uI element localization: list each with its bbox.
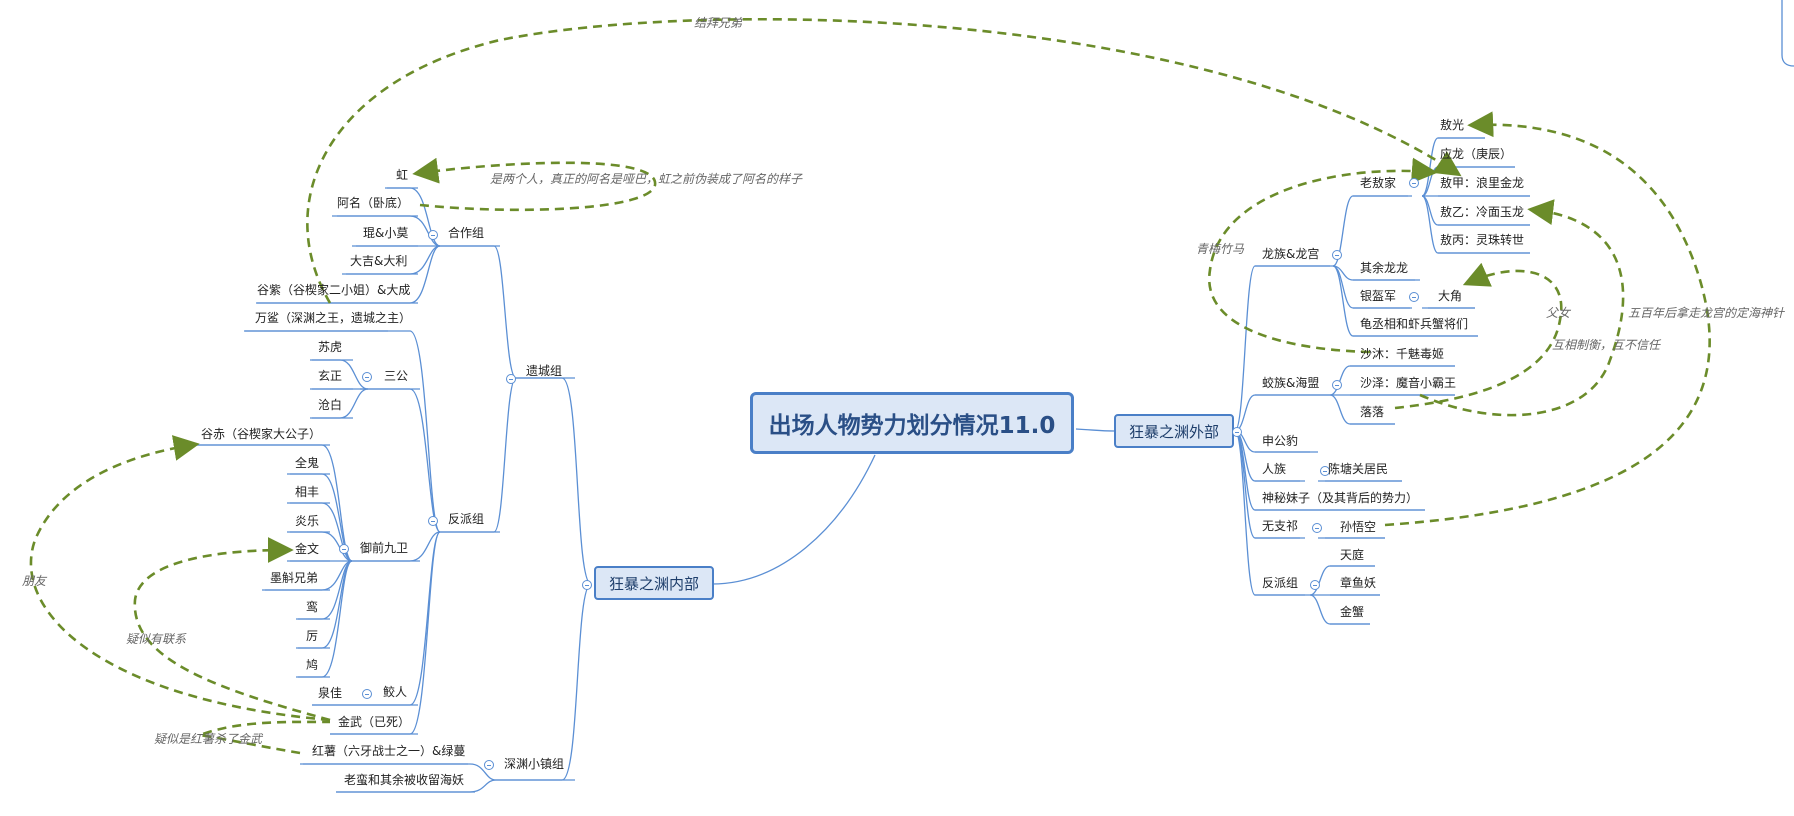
node-aoguang[interactable]: 敖光: [1440, 118, 1465, 132]
node-hong[interactable]: 虹: [396, 168, 409, 182]
relation-label: 互相制衡，互不信任: [1552, 338, 1661, 352]
node-hongshu[interactable]: 红薯（六牙战士之一）&绿蔓: [312, 744, 466, 758]
node-wansha[interactable]: 万鲨（深渊之王，遗城之主）: [255, 311, 412, 325]
node-tianting[interactable]: 天庭: [1340, 548, 1365, 562]
group-longzu[interactable]: 龙族&龙宫: [1262, 247, 1320, 261]
node-chentang[interactable]: 陈塘关居民: [1328, 462, 1389, 476]
collapse-toggle[interactable]: [1332, 380, 1342, 390]
group-hezuo[interactable]: 合作组: [448, 226, 485, 240]
node-yinkuijun[interactable]: 银盔军: [1360, 289, 1397, 303]
node-moxie[interactable]: 墨斛兄弟: [270, 571, 319, 585]
node-aoyi[interactable]: 敖乙：冷面玉龙: [1440, 205, 1525, 219]
collapse-toggle[interactable]: [1310, 580, 1320, 590]
node-yanle[interactable]: 炎乐: [295, 514, 320, 528]
collapse-toggle[interactable]: [1320, 466, 1330, 476]
collapse-toggle[interactable]: [362, 689, 372, 699]
group-fanpai-left[interactable]: 反派组: [448, 512, 485, 526]
node-shenmi[interactable]: 神秘妹子（及其背后的势力）: [1262, 491, 1419, 505]
node-suhu[interactable]: 苏虎: [318, 340, 343, 354]
node-xuanzheng[interactable]: 玄正: [318, 369, 343, 383]
group-shenyuan[interactable]: 深渊小镇组: [504, 757, 565, 771]
collapse-toggle[interactable]: [506, 374, 516, 384]
node-quangui[interactable]: 全鬼: [295, 456, 320, 470]
node-laoman[interactable]: 老蛮和其余被收留海妖: [344, 773, 465, 787]
node-aobing[interactable]: 敖丙：灵珠转世: [1440, 233, 1525, 247]
node-quanjia[interactable]: 泉佳: [318, 686, 343, 700]
group-wuzhiqi[interactable]: 无支祁: [1262, 519, 1299, 533]
node-zhangyu[interactable]: 章鱼妖: [1340, 576, 1377, 590]
node-laoao[interactable]: 老敖家: [1360, 176, 1397, 190]
collapse-toggle[interactable]: [484, 760, 494, 770]
group-fanpai-right[interactable]: 反派组: [1262, 576, 1299, 590]
group-renzu[interactable]: 人族: [1262, 462, 1287, 476]
group-yicheng[interactable]: 遗城组: [526, 364, 563, 378]
node-shengong[interactable]: 申公豹: [1262, 434, 1299, 448]
relation-label: 青梅竹马: [1196, 242, 1245, 256]
node-shamu[interactable]: 沙沐：千魅毒姬: [1360, 347, 1445, 361]
node-daji[interactable]: 大吉&大利: [350, 254, 408, 268]
relation-label: 是两个人，真正的阿名是哑巴，虹之前伪装成了阿名的样子: [490, 172, 803, 186]
node-dajiao[interactable]: 大角: [1438, 289, 1463, 303]
subgroup-sangong[interactable]: 三公: [384, 369, 409, 383]
relation-label: 疑似有联系: [126, 632, 187, 646]
root-topic[interactable]: 出场人物势力划分情况11.0: [750, 392, 1074, 454]
collapse-toggle[interactable]: [362, 372, 372, 382]
node-jinxie[interactable]: 金蟹: [1340, 605, 1365, 619]
node-yu[interactable]: 鸾: [306, 600, 319, 614]
collapse-toggle[interactable]: [582, 580, 592, 590]
node-shaze[interactable]: 沙泽：魔音小霸王: [1360, 376, 1457, 390]
collapse-toggle[interactable]: [1312, 523, 1322, 533]
relation-label: 朋友: [22, 574, 47, 588]
main-topic-outer[interactable]: 狂暴之渊外部: [1114, 414, 1234, 448]
node-luoluo[interactable]: 落落: [1360, 405, 1385, 419]
collapse-toggle[interactable]: [1332, 250, 1342, 260]
node-jinwu[interactable]: 金武（已死）: [338, 715, 411, 729]
subgroup-jiaoren[interactable]: 鲛人: [383, 685, 408, 699]
collapse-toggle[interactable]: [1409, 292, 1419, 302]
node-qiyu[interactable]: 其余龙龙: [1360, 261, 1409, 275]
node-sunwukong[interactable]: 孙悟空: [1340, 520, 1377, 534]
node-yinglong[interactable]: 应龙（庚辰）: [1440, 147, 1513, 161]
group-jiaozu[interactable]: 蛟族&海盟: [1262, 376, 1320, 390]
node-cangbai[interactable]: 沧白: [318, 398, 343, 412]
relation-label: 结拜兄弟: [694, 16, 743, 30]
node-aojia[interactable]: 敖甲：浪里金龙: [1440, 176, 1525, 190]
relation-label: 疑似是红薯杀了金武: [154, 732, 263, 746]
node-li[interactable]: 厉: [306, 629, 319, 643]
collapse-toggle[interactable]: [1409, 178, 1419, 188]
node-guicheng[interactable]: 龟丞相和虾兵蟹将们: [1360, 317, 1469, 331]
node-xiangfeng[interactable]: 相丰: [295, 485, 320, 499]
collapse-toggle[interactable]: [1232, 427, 1242, 437]
node-kun[interactable]: 琨&小莫: [363, 226, 409, 240]
node-jinwen[interactable]: 金文: [295, 542, 320, 556]
main-topic-inner[interactable]: 狂暴之渊内部: [594, 566, 714, 600]
node-jiu[interactable]: 鸠: [306, 658, 319, 672]
collapse-toggle[interactable]: [428, 516, 438, 526]
collapse-toggle[interactable]: [428, 230, 438, 240]
relation-label: 五百年后拿走龙宫的定海神针: [1628, 306, 1785, 320]
node-guchi[interactable]: 谷赤（谷楔家大公子）: [201, 427, 322, 441]
node-guzi[interactable]: 谷紫（谷楔家二小姐）&大成: [257, 283, 411, 297]
node-aming[interactable]: 阿名（卧底）: [337, 196, 410, 210]
collapse-toggle[interactable]: [339, 544, 349, 554]
relation-label: 父女: [1546, 306, 1571, 320]
subgroup-yuqian[interactable]: 御前九卫: [360, 541, 409, 555]
